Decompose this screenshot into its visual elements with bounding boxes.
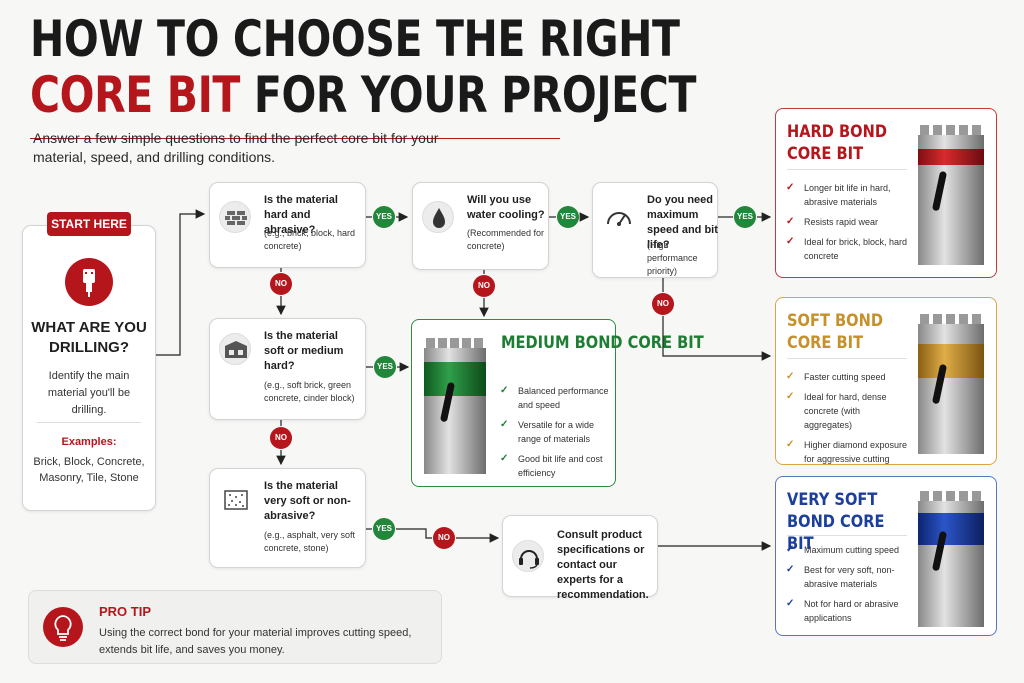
dotted-slab-icon xyxy=(219,483,251,515)
benefit-item: ✓Maximum cutting speed xyxy=(786,544,900,555)
core-bit-image-blue xyxy=(918,491,984,627)
lightbulb-icon xyxy=(43,607,83,647)
core-bit-image-green xyxy=(424,338,486,474)
result-name: HARD BOND CORE BIT xyxy=(787,122,887,164)
title-highlight: CORE BIT xyxy=(30,66,240,124)
start-heading: WHAT ARE YOU DRILLING? xyxy=(31,319,147,356)
yes-badge: YES xyxy=(557,206,579,228)
no-badge: NO xyxy=(270,273,292,295)
divider xyxy=(787,535,907,536)
examples-label: Examples: xyxy=(61,436,117,448)
pro-tip-card: PRO TIP Using the correct bond for your … xyxy=(28,590,442,664)
examples-list: Brick, Block, Concrete, Masonry, Tile, S… xyxy=(33,456,145,484)
yes-badge: YES xyxy=(373,518,395,540)
result-name: SOFT BOND CORE BIT xyxy=(787,311,883,353)
drill-icon xyxy=(65,258,113,306)
result-medium-bond: MEDIUM BOND CORE BIT ✓Balanced performan… xyxy=(411,319,704,487)
question-heading: Is the material soft or medium hard? xyxy=(264,330,344,372)
benefit-item: ✓Ideal for brick, block, hard concrete xyxy=(786,236,908,261)
benefit-item: ✓Versatile for a wide range of materials xyxy=(500,419,595,444)
no-badge: NO xyxy=(433,527,455,549)
consult-experts-card: Consult product specifications or contac… xyxy=(502,515,658,601)
result-name: VERY SOFT BOND CORE BIT xyxy=(787,490,885,554)
question-very-soft: Is the material very soft or non-abrasiv… xyxy=(209,468,366,568)
pro-tip-body: Using the correct bond for your material… xyxy=(99,627,412,656)
no-badge: NO xyxy=(270,427,292,449)
headset-icon xyxy=(512,540,544,572)
result-name: MEDIUM BOND CORE BIT xyxy=(501,333,704,353)
benefit-item: ✓Resists rapid wear xyxy=(786,216,879,227)
pro-tip-heading: PRO TIP xyxy=(99,604,152,619)
core-bit-image-gold xyxy=(918,314,984,454)
question-hard-abrasive: Is the material hard and abrasive? (e.g.… xyxy=(209,182,366,268)
question-note: (Recommended for concrete) xyxy=(467,228,545,251)
benefit-item: ✓Faster cutting speed xyxy=(786,371,886,382)
benefit-item: ✓Not for hard or abrasive applications xyxy=(786,598,899,623)
yes-badge: YES xyxy=(374,356,396,378)
benefit-item: ✓Higher diamond exposure for aggressive … xyxy=(786,439,908,464)
result-soft-bond: SOFT BOND CORE BIT ✓Faster cutting speed… xyxy=(775,297,997,465)
benefit-item: ✓Best for very soft, non-abrasive materi… xyxy=(786,564,895,589)
question-examples: (e.g., asphalt, very soft concrete, ston… xyxy=(264,530,356,553)
consult-text: Consult product specifications or contac… xyxy=(557,529,649,601)
question-water-cooling: Will you use water cooling? (Recommended… xyxy=(412,182,549,270)
divider xyxy=(787,358,907,359)
question-soft-medium: Is the material soft or medium hard? (e.… xyxy=(209,318,366,420)
divider xyxy=(787,169,907,170)
water-drop-icon xyxy=(422,201,454,233)
benefit-item: ✓Balanced performance and speed xyxy=(500,385,609,410)
page-title-line-2: CORE BIT FOR YOUR PROJECT xyxy=(30,70,696,120)
question-max-speed: Do you need maximum speed and bit life? … xyxy=(592,182,718,278)
question-examples: (e.g., soft brick, green concrete, cinde… xyxy=(264,380,355,403)
yes-badge: YES xyxy=(373,206,395,228)
yes-badge: YES xyxy=(734,206,756,228)
no-badge: NO xyxy=(652,293,674,315)
question-heading: Is the material hard and abrasive? xyxy=(264,194,338,236)
start-here-tag: START HERE xyxy=(47,212,131,236)
core-bit-image-red xyxy=(918,125,984,265)
question-heading: Is the material very soft or non-abrasiv… xyxy=(264,480,351,522)
block-icon xyxy=(219,333,251,365)
question-note: (High performance priority) xyxy=(647,240,698,276)
question-heading: Will you use water cooling? xyxy=(467,194,545,221)
benefit-item: ✓Ideal for hard, dense concrete (with ag… xyxy=(786,391,887,430)
brick-wall-icon xyxy=(219,201,251,233)
divider xyxy=(37,422,141,423)
start-description: Identify the main material you'll be dri… xyxy=(47,370,131,416)
result-hard-bond: HARD BOND CORE BIT ✓Longer bit life in h… xyxy=(775,108,997,278)
result-very-soft-bond: VERY SOFT BOND CORE BIT ✓Maximum cutting… xyxy=(775,476,997,636)
intro-text: Answer a few simple questions to find th… xyxy=(33,130,439,165)
benefit-item: ✓Good bit life and cost efficiency xyxy=(500,453,603,478)
question-heading: Do you need maximum speed and bit life? xyxy=(647,194,718,251)
benefit-item: ✓Longer bit life in hard, abrasive mater… xyxy=(786,182,891,207)
page-title-line-1: HOW TO CHOOSE THE RIGHT xyxy=(30,10,680,68)
start-card: WHAT ARE YOU DRILLING? Identify the main… xyxy=(22,225,156,511)
title-rest: FOR YOUR PROJECT xyxy=(239,66,697,124)
question-examples: (e.g., brick, block, hard concrete) xyxy=(264,228,356,251)
title-underline xyxy=(30,138,560,139)
no-badge: NO xyxy=(473,275,495,297)
gauge-icon xyxy=(602,201,634,233)
